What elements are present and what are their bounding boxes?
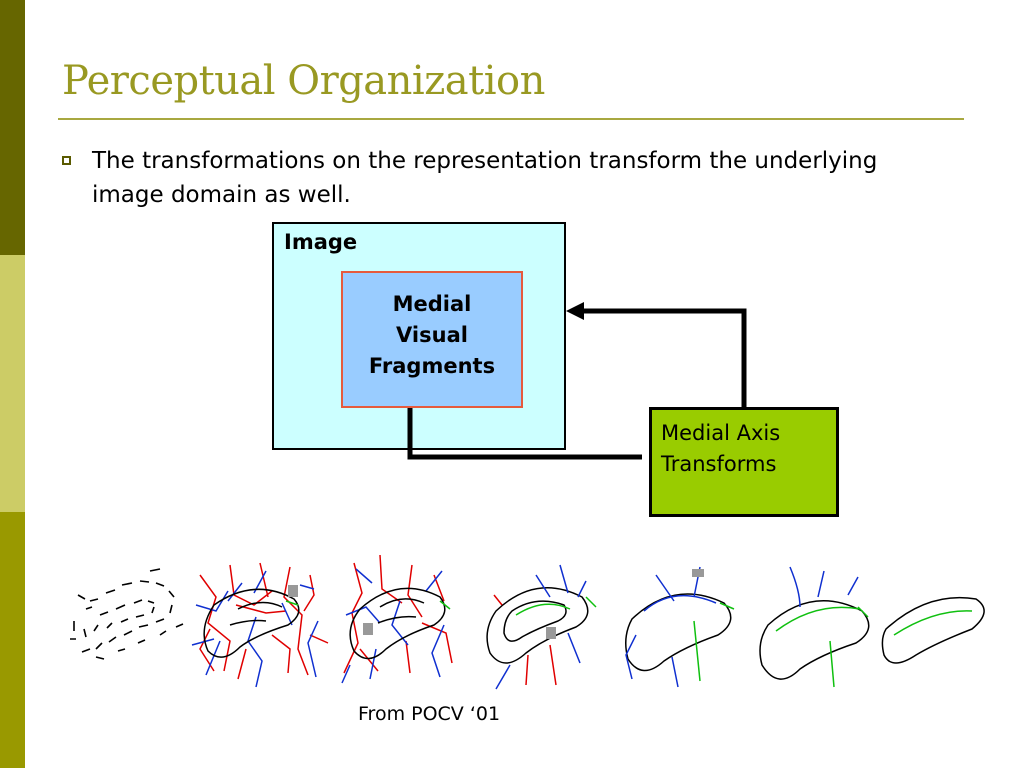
- image-box-label: Image: [284, 230, 358, 254]
- hollow-square-bullet-icon: [62, 156, 71, 165]
- panel-4-medial-axis: [486, 564, 597, 690]
- panel-7-final-shape: [881, 596, 985, 664]
- sidebar-band-bottom: [0, 512, 25, 768]
- panel-3-voronoi: [341, 554, 453, 684]
- sidebar-band-middle: [0, 255, 25, 512]
- panel-5-medial-axis: [625, 566, 735, 688]
- panel-2-voronoi: [191, 562, 329, 688]
- medial-visual-fragments-box: Medial Visual Fragments: [341, 271, 523, 408]
- slide-title: Perceptual Organization: [62, 58, 545, 104]
- bullet-text: The transformations on the representatio…: [92, 148, 878, 208]
- sidebar-band-top: [0, 0, 25, 255]
- transforms-to-fragments-connector: [582, 308, 747, 409]
- panel-6-medial-axis: [759, 566, 870, 688]
- medial-axis-transforms-box: Medial Axis Transforms: [649, 407, 839, 517]
- title-underline: [58, 118, 964, 120]
- fragments-label: Medial Visual Fragments: [368, 292, 496, 378]
- transforms-label: Medial Axis Transforms: [661, 421, 781, 476]
- decorative-sidebar: [0, 0, 25, 768]
- source-caption: From POCV ‘01: [358, 703, 501, 725]
- panel-1-fragments: [70, 568, 184, 660]
- arrowhead-icon: [566, 302, 584, 320]
- medial-axis-sequence-figure: [70, 554, 985, 690]
